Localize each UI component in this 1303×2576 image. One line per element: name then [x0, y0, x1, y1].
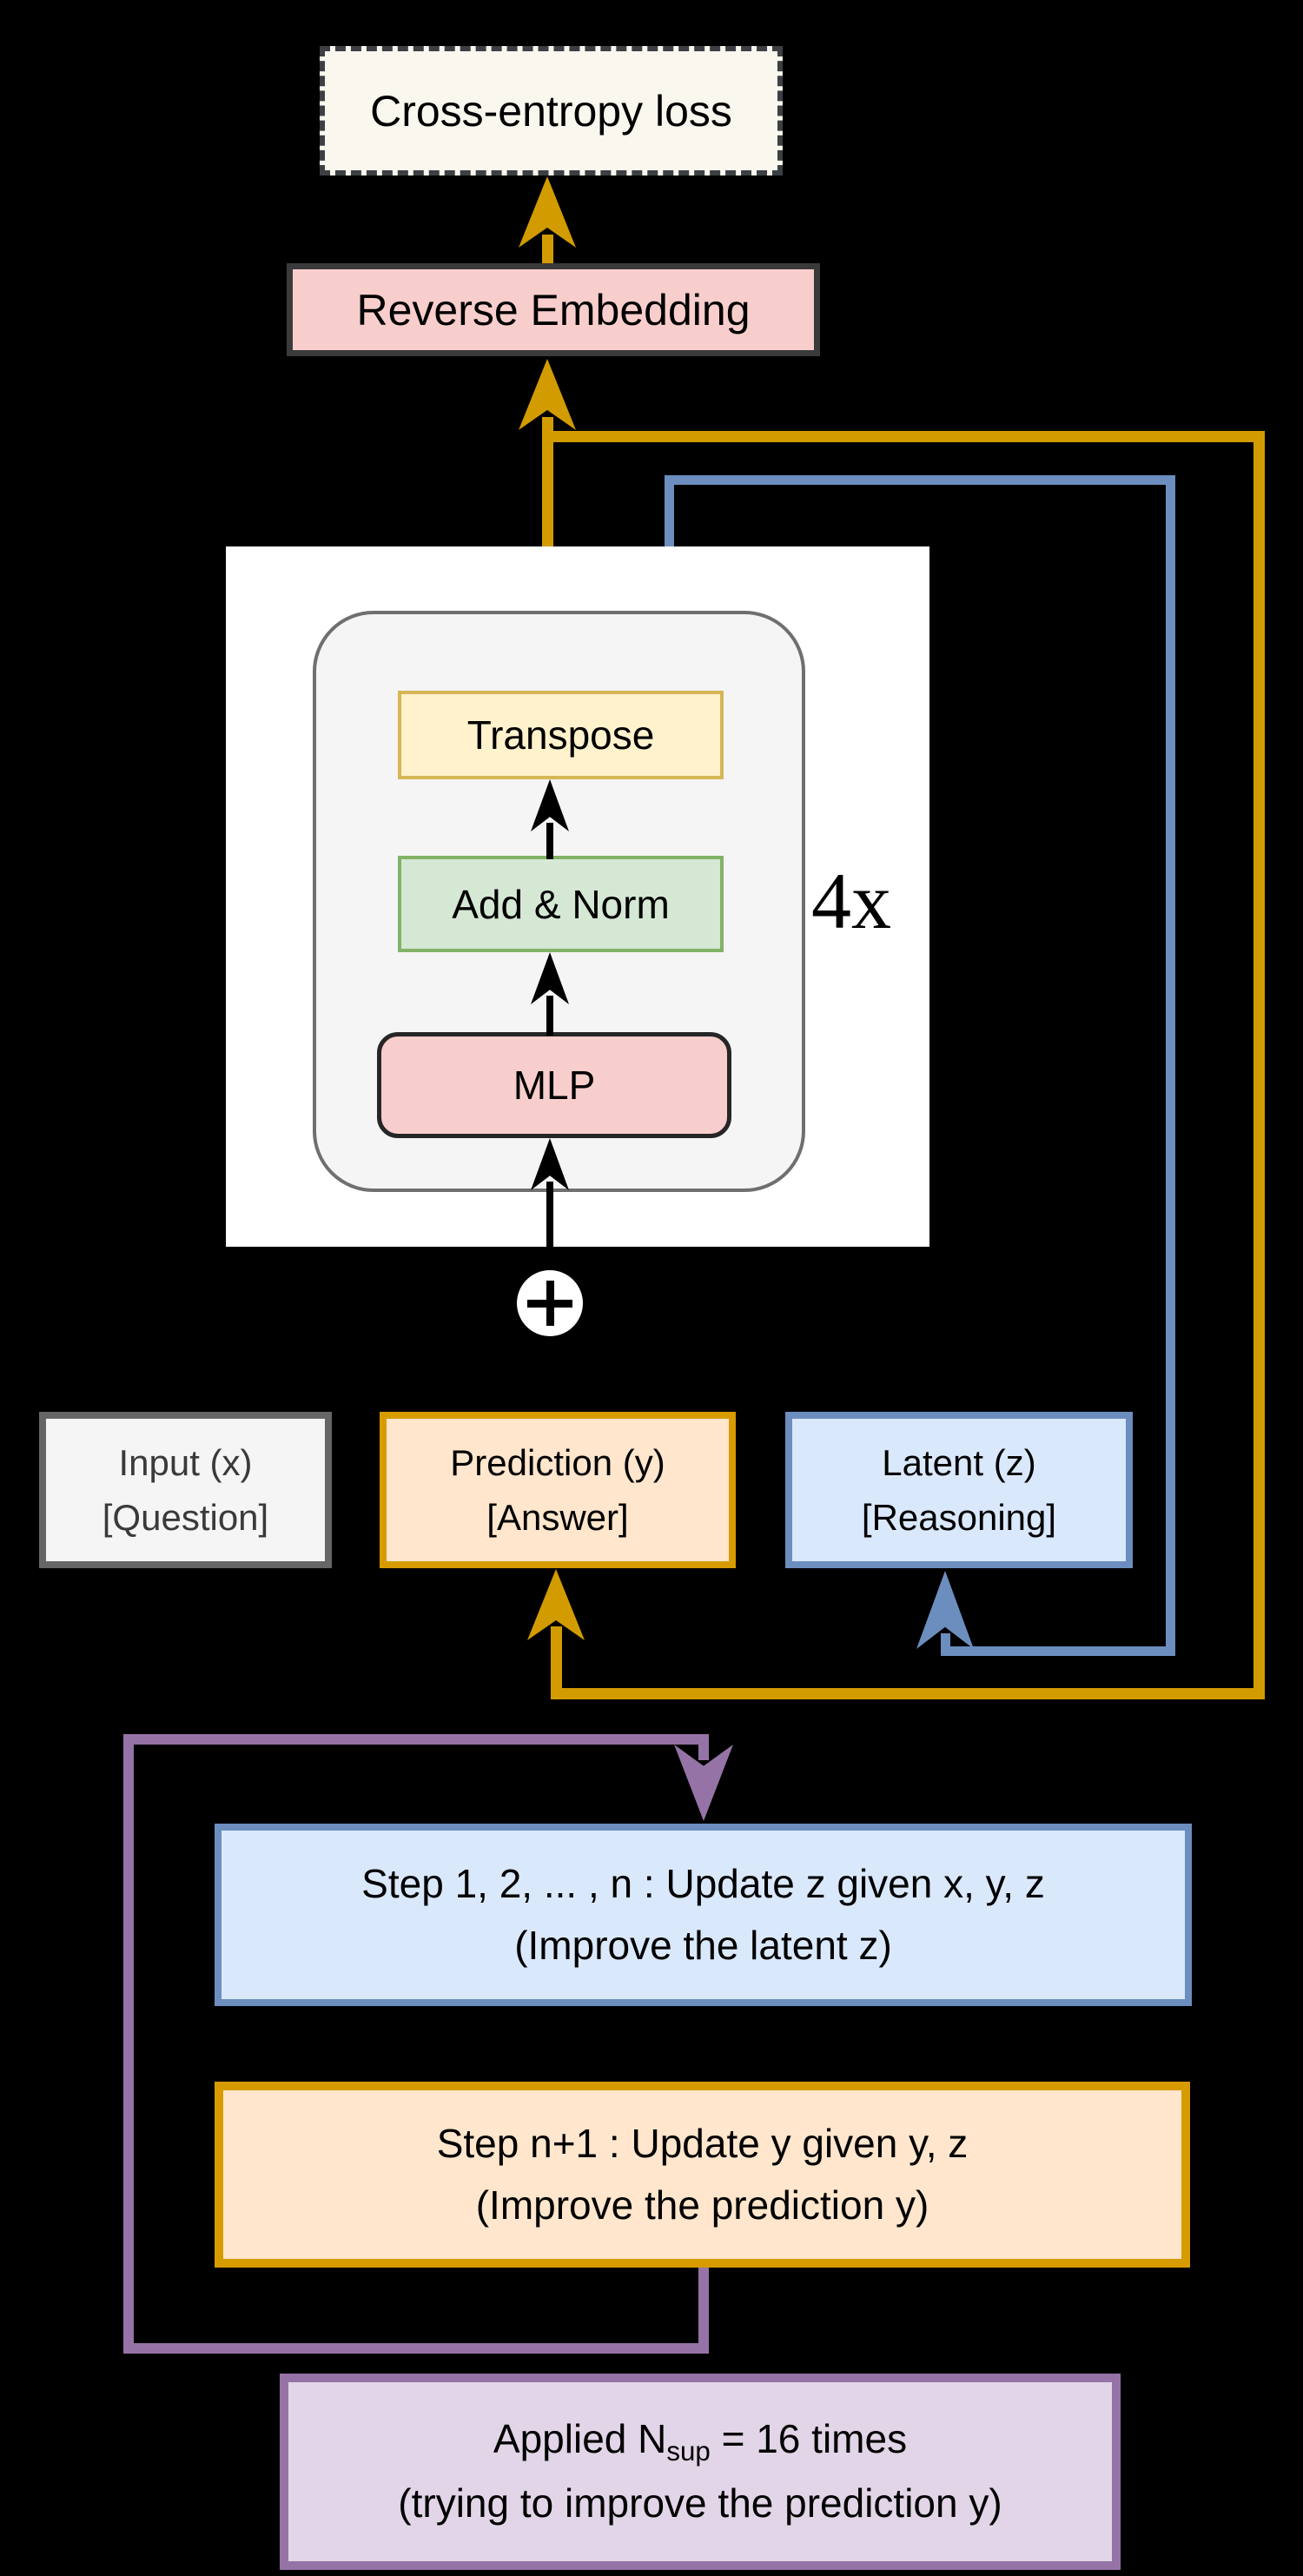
purple-loop-bottom-line [123, 2343, 709, 2354]
applied-nsup-box: Applied Nsup = 16 times (trying to impro… [280, 2374, 1121, 2570]
cross-entropy-loss-label: Cross-entropy loss [370, 86, 732, 136]
gold-arrow-loss-shaft [542, 235, 553, 269]
step-update-y-line1: Step n+1 : Update y given y, z [436, 2120, 969, 2166]
gold-arrow-prediction-shaft [551, 1626, 562, 1699]
purple-loop-left-line [123, 1734, 134, 2354]
gold-loop-bottom-line [551, 1688, 1265, 1699]
cross-entropy-loss-box: Cross-entropy loss [320, 46, 783, 175]
step-update-z-line2: (Improve the latent z) [514, 1923, 892, 1968]
arrow-addnorm-to-transpose-shaft [546, 823, 553, 859]
latent-z-box: Latent (z) [Reasoning] [785, 1412, 1133, 1568]
applied-nsup-subscript: sup [666, 2435, 711, 2467]
arrow-mlp-to-addnorm-shaft [546, 996, 553, 1036]
blue-loop-bottom-line [941, 1646, 1175, 1656]
step-update-z-box: Step 1, 2, ... , n : Update z given x, y… [215, 1824, 1192, 2006]
add-norm-label: Add & Norm [452, 881, 670, 927]
step-update-z-line1: Step 1, 2, ... , n : Update z given x, y… [361, 1860, 1045, 1906]
sum-plus-vertical-bar [546, 1281, 554, 1326]
applied-nsup-line2: (trying to improve the prediction y) [398, 2480, 1002, 2526]
applied-nsup-line1: Applied Nsup = 16 times [493, 2408, 907, 2473]
applied-nsup-suffix: = 16 times [710, 2416, 908, 2462]
reverse-embedding-label: Reverse Embedding [356, 285, 751, 334]
purple-arrow-step1-shaft [698, 1734, 709, 1760]
input-x-box: Input (x) [Question] [39, 1412, 332, 1568]
transpose-label: Transpose [466, 712, 655, 758]
latent-z-line1: Latent (z) [882, 1442, 1036, 1483]
mlp-box: MLP [377, 1032, 731, 1138]
step-update-y-line2: (Improve the prediction y) [475, 2182, 929, 2228]
prediction-y-box: Prediction (y) [Answer] [380, 1412, 736, 1568]
add-norm-box: Add & Norm [398, 856, 724, 952]
purple-loop-top-line [123, 1734, 709, 1745]
prediction-y-line1: Prediction (y) [450, 1442, 665, 1483]
blue-line-into-core [665, 475, 674, 614]
arrow-sum-to-mlp-shaft [546, 1182, 553, 1247]
repeat-4x-label: 4x [811, 857, 891, 945]
mlp-label: MLP [513, 1063, 596, 1108]
gold-loop-right-line [1253, 431, 1265, 1699]
blue-arrow-latent-shaft [941, 1633, 950, 1656]
prediction-y-line2: [Answer] [486, 1497, 629, 1538]
applied-nsup-prefix: Applied N [493, 2416, 667, 2462]
purple-line-from-step2 [698, 2268, 709, 2354]
blue-loop-top-line [665, 475, 1175, 485]
gold-loop-top-line [547, 431, 1265, 442]
input-x-line1: Input (x) [118, 1442, 253, 1483]
transpose-box: Transpose [398, 691, 724, 779]
input-x-line2: [Question] [102, 1497, 269, 1538]
blue-loop-right-line [1166, 475, 1175, 1656]
latent-z-line2: [Reasoning] [861, 1497, 1057, 1538]
reverse-embedding-box: Reverse Embedding [287, 263, 820, 356]
step-update-y-box: Step n+1 : Update y given y, z (Improve … [215, 2082, 1190, 2268]
